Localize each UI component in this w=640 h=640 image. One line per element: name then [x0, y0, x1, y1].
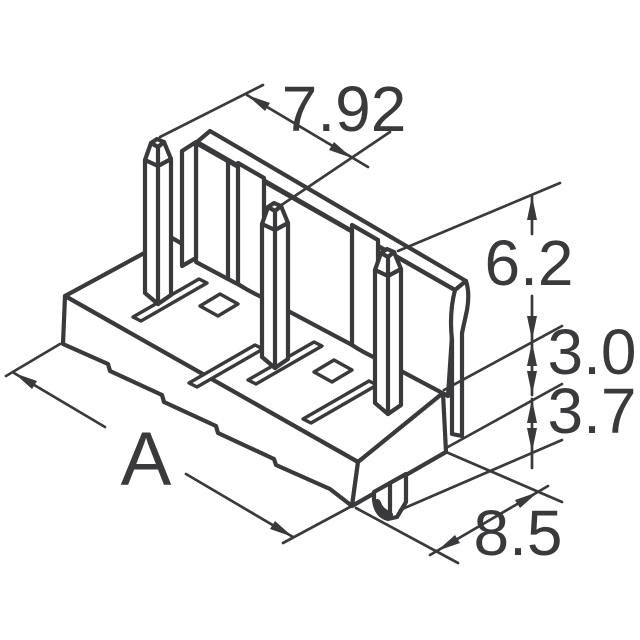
ext-line: [354, 506, 460, 565]
ext-line: [444, 382, 564, 450]
ext-line: [4, 342, 62, 378]
dimension-7-92: 7.92: [245, 73, 407, 169]
ext-line: [398, 438, 564, 512]
tail-chamfer: [373, 499, 393, 519]
dim-label-height-upper: 6.2: [485, 227, 574, 299]
dimension-annotations: 7.92 6.2 3.0 3.7 8.5: [4, 73, 637, 569]
square-hole: [312, 358, 354, 384]
dim-label-length: A: [121, 417, 172, 502]
pin-2: [259, 200, 291, 371]
dimension-8-5: 8.5: [428, 484, 563, 569]
ext-line: [278, 130, 392, 208]
dimension-3-0: 3.0: [527, 316, 637, 397]
ext-line: [444, 450, 564, 504]
wall-left-end-cap: [179, 139, 199, 269]
dimension-6-2: 6.2: [485, 194, 574, 342]
square-hole: [198, 292, 240, 318]
connector-body: [60, 128, 471, 522]
dimension-3-7: 3.7: [527, 375, 637, 470]
pin-1: [142, 136, 174, 307]
pin-3: [372, 246, 404, 417]
dim-label-height-lower: 3.7: [548, 375, 637, 447]
ext-line: [396, 181, 562, 253]
wall-right-flange: [448, 278, 471, 439]
ext-line: [158, 83, 265, 139]
dim-label-height-mid: 3.0: [548, 316, 637, 388]
dim-label-depth: 8.5: [474, 497, 563, 569]
dimension-a: A: [12, 371, 295, 539]
ext-line: [442, 324, 564, 392]
base-front-face: [60, 293, 361, 509]
slot: [131, 277, 209, 323]
dim-label-pin-span: 7.92: [282, 73, 407, 145]
